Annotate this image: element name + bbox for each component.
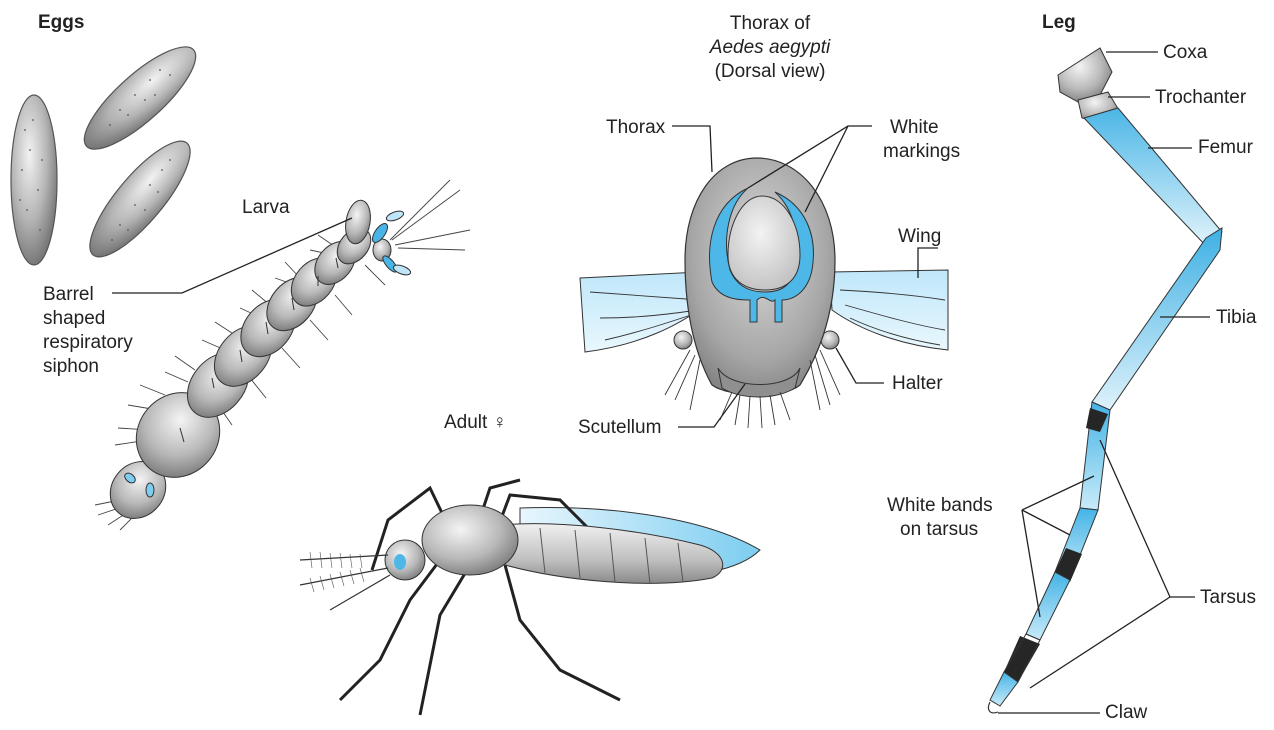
label-larva: Larva (242, 197, 290, 219)
halter-left (674, 331, 692, 349)
larva-papilla (392, 263, 412, 277)
label-siphon-4: siphon (43, 356, 99, 378)
label-thorax: Thorax (606, 117, 665, 139)
adult-group (300, 480, 760, 715)
adult-eye (394, 554, 406, 570)
label-wing: Wing (898, 226, 941, 248)
thorax-title-line1: Thorax of (730, 13, 810, 35)
wing-right (830, 270, 948, 350)
label-white-markings-1: White (890, 117, 939, 139)
label-tarsus: Tarsus (1200, 587, 1256, 609)
label-halter: Halter (892, 373, 943, 395)
leg-femur (1084, 108, 1222, 248)
label-adult: Adult ♀ (444, 412, 507, 434)
larva-eye (146, 483, 154, 497)
label-white-bands-2: on tarsus (900, 519, 978, 541)
label-white-bands-1: White bands (887, 495, 993, 517)
label-claw: Claw (1105, 702, 1147, 724)
adult-thorax (422, 505, 518, 575)
label-trochanter: Trochanter (1155, 87, 1246, 109)
adult-antennae (300, 555, 390, 610)
thorax-title-line3: (Dorsal view) (715, 61, 826, 83)
label-white-markings-2: markings (883, 141, 960, 163)
leg-tarsus-3 (1026, 572, 1070, 640)
larva-group (95, 180, 470, 530)
eggs-group (11, 33, 209, 270)
label-siphon-2: shaped (43, 308, 105, 330)
label-siphon-1: Barrel (43, 284, 94, 306)
leg-tibia (1092, 228, 1222, 410)
larva-papilla (385, 209, 405, 223)
egg-1 (11, 95, 57, 265)
section-title-eggs: Eggs (38, 12, 84, 34)
label-tibia: Tibia (1216, 307, 1256, 329)
label-scutellum: Scutellum (578, 417, 661, 439)
label-femur: Femur (1198, 137, 1253, 159)
thorax-title-line2: Aedes aegypti (710, 37, 830, 59)
section-title-leg: Leg (1042, 12, 1076, 34)
label-siphon-3: respiratory (43, 332, 133, 354)
label-coxa: Coxa (1163, 42, 1207, 64)
